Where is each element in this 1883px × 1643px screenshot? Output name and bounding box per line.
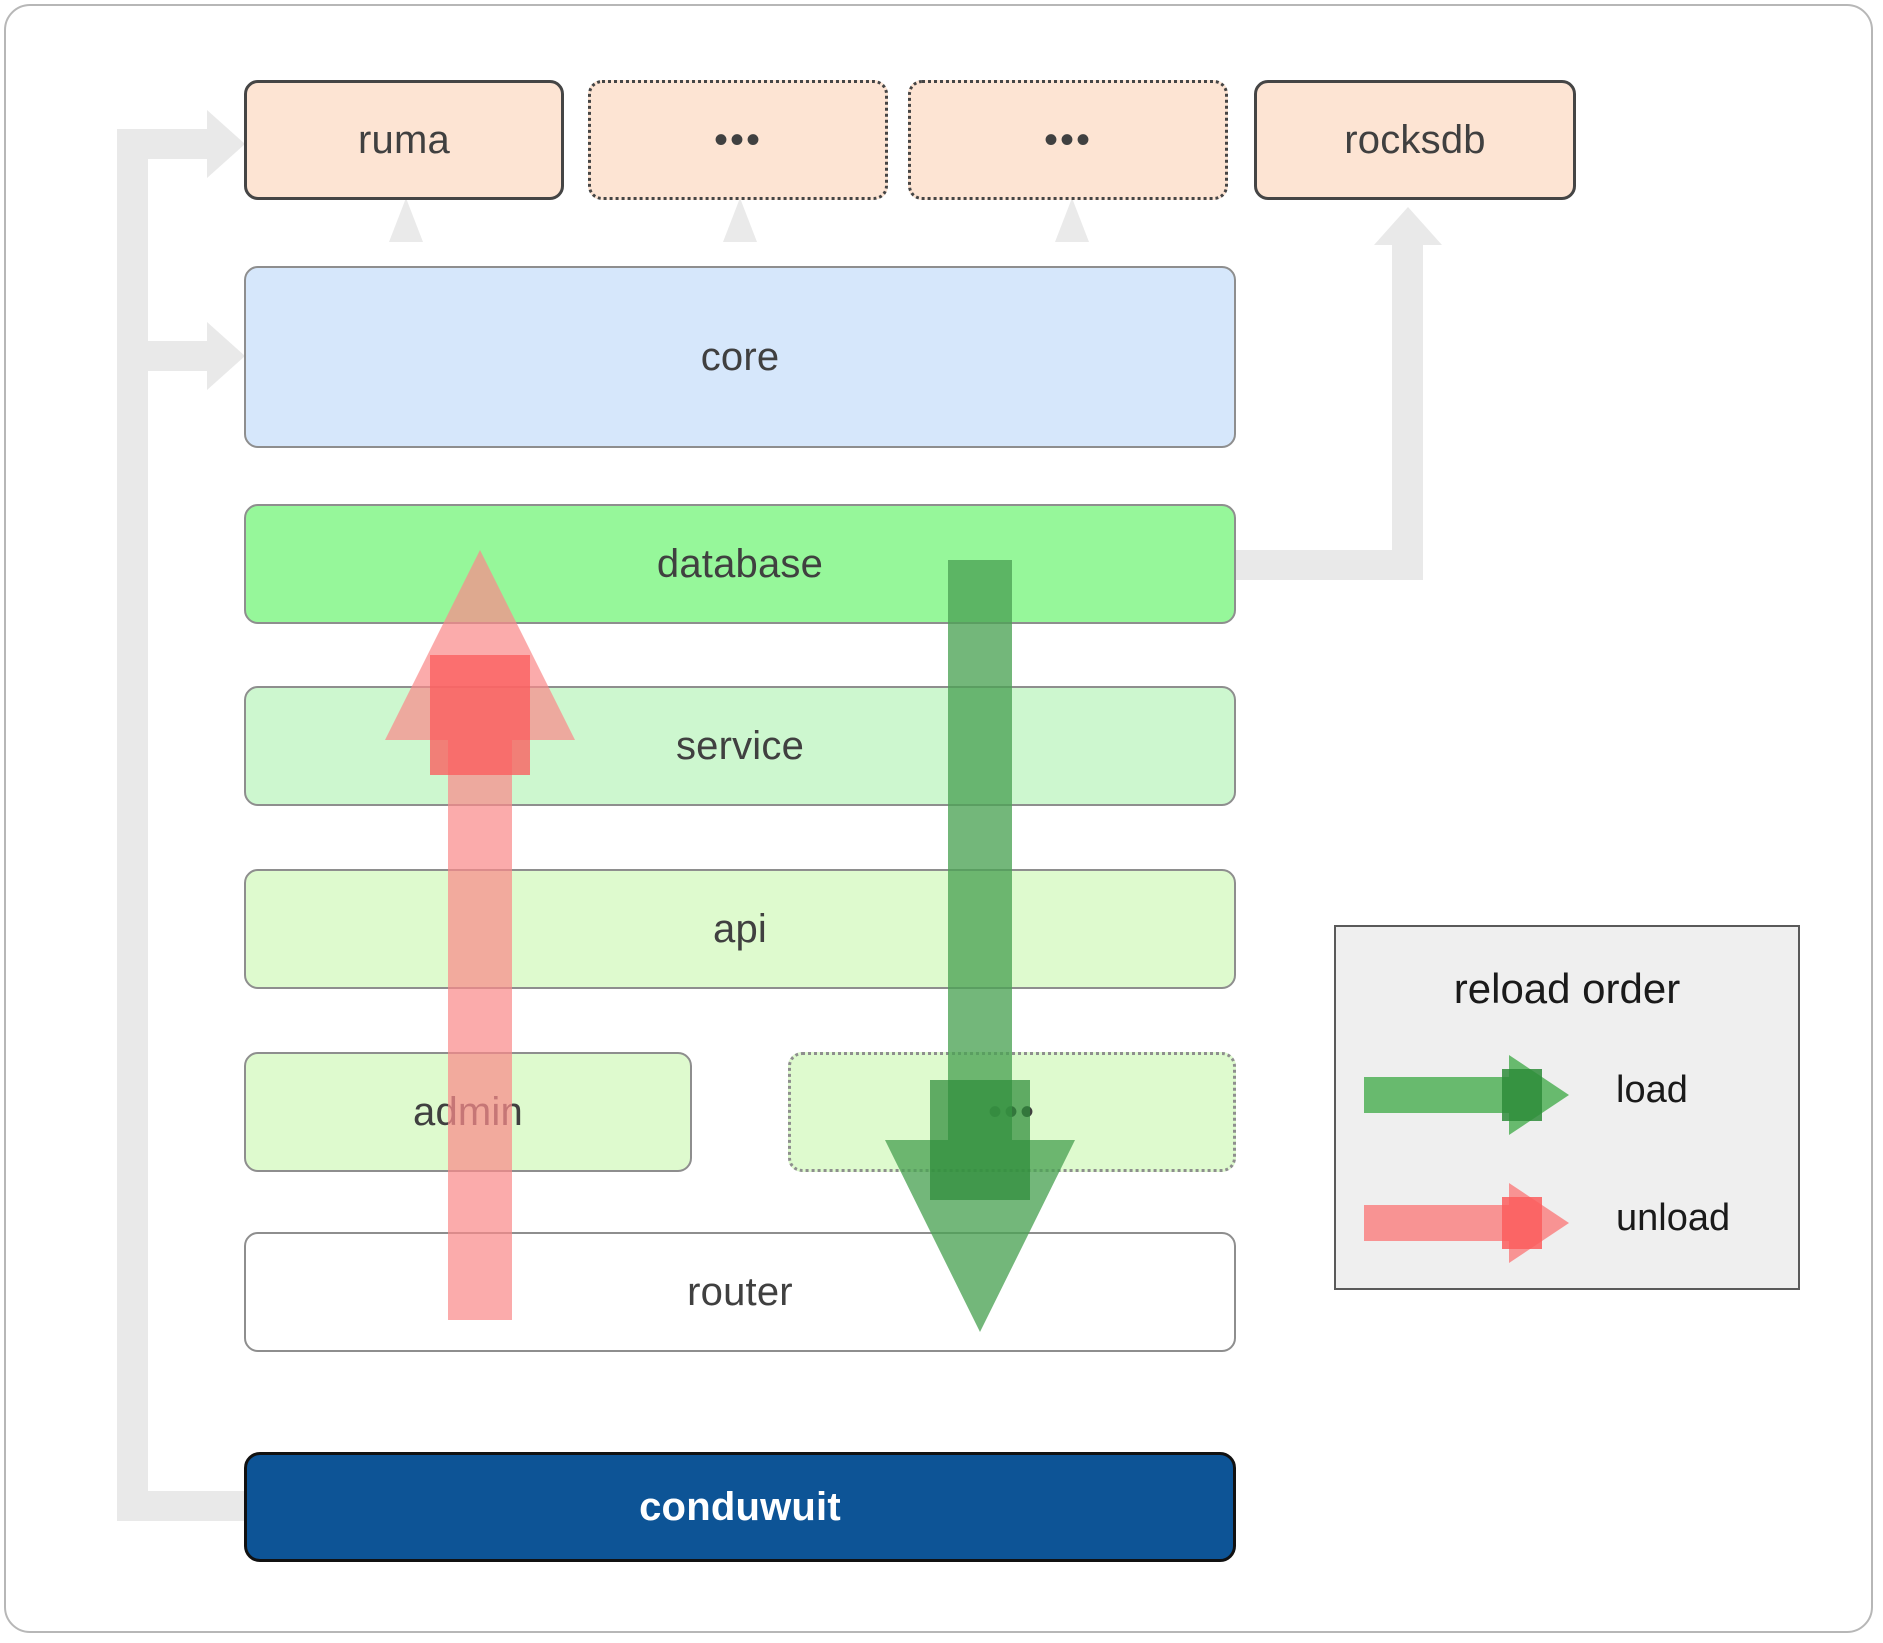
dependency-box-placeholder-1[interactable]: ••• — [588, 80, 888, 200]
root-label-conduwuit: conduwuit — [639, 1484, 841, 1529]
layer-box-database[interactable]: database — [244, 504, 1236, 624]
dependency-box-placeholder-2[interactable]: ••• — [908, 80, 1228, 200]
load-arrow-icon — [1364, 1055, 1569, 1135]
dependency-label-ruma: ruma — [358, 117, 450, 162]
core-to-dep1-arrow — [723, 198, 757, 242]
legend-title: reload order — [1453, 965, 1681, 1012]
legend-label-unload: unload — [1616, 1197, 1731, 1239]
connector-database-horizontal — [1232, 550, 1422, 580]
load-flow-arrow — [880, 560, 1080, 1340]
legend-label-load: load — [1616, 1069, 1688, 1111]
connector-arrowhead-ruma — [207, 110, 245, 178]
dependency-label-placeholder-2: ••• — [1043, 118, 1092, 162]
connector-trunk-vertical — [117, 129, 148, 1521]
layer-label-router: router — [687, 1269, 793, 1314]
connector-branch-core — [117, 341, 212, 371]
unload-arrow-icon — [1364, 1183, 1569, 1263]
connector-branch-conduwuit — [117, 1491, 247, 1521]
dependency-label-placeholder-1: ••• — [713, 118, 762, 162]
legend-panel: reload order load unload — [1334, 925, 1800, 1290]
root-box-conduwuit[interactable]: conduwuit — [244, 1452, 1236, 1562]
layer-box-router[interactable]: router — [244, 1232, 1236, 1352]
connector-arrowhead-rocksdb — [1374, 207, 1442, 245]
layer-label-core: core — [700, 334, 780, 379]
dependency-box-ruma[interactable]: ruma — [244, 80, 564, 200]
legend-row-load: load — [1364, 1055, 1784, 1135]
connector-branch-ruma — [117, 129, 212, 159]
layer-box-core[interactable]: core — [244, 266, 1236, 448]
dependency-box-rocksdb[interactable]: rocksdb — [1254, 80, 1576, 200]
core-to-dep2-arrow — [1055, 198, 1089, 242]
dependency-label-rocksdb: rocksdb — [1344, 117, 1486, 162]
layer-label-database: database — [656, 541, 824, 586]
connector-rocksdb-vertical — [1392, 245, 1423, 580]
core-to-ruma-arrow — [389, 198, 423, 242]
layer-label-api: api — [713, 906, 767, 951]
connector-arrowhead-core — [207, 322, 245, 390]
layer-box-api[interactable]: api — [244, 869, 1236, 989]
legend-row-unload: unload — [1364, 1183, 1784, 1263]
unload-flow-arrow — [380, 540, 580, 1320]
layer-label-service: service — [675, 723, 805, 768]
